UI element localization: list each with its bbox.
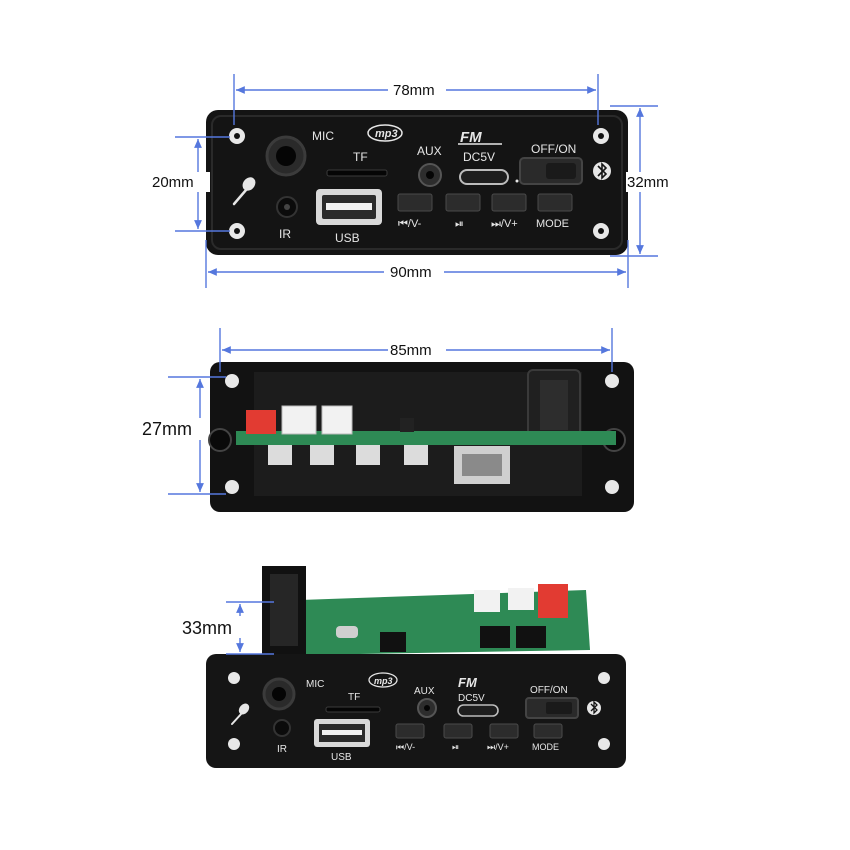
angled-view: MIC IR mp3 TF USB AUX FM DC5V OFF/ON bbox=[180, 566, 626, 768]
front-buttons bbox=[397, 193, 573, 212]
angled-label-tf: TF bbox=[348, 692, 360, 703]
label-off-on: OFF/ON bbox=[531, 142, 576, 156]
play-button bbox=[445, 193, 481, 212]
svg-text:mp3: mp3 bbox=[375, 128, 398, 140]
dim-90mm: 90mm bbox=[390, 264, 432, 281]
dim-78mm: 78mm bbox=[393, 82, 435, 99]
tf-slot bbox=[326, 169, 388, 177]
label-play: ⏯ bbox=[455, 218, 464, 230]
angled-mp3-logo: mp3 bbox=[374, 676, 393, 686]
bluetooth-icon bbox=[593, 162, 611, 180]
dim-85mm: 85mm bbox=[390, 342, 432, 359]
angled-label-prev: ⏮/V- bbox=[396, 742, 415, 752]
angled-label-mic: MIC bbox=[306, 679, 324, 690]
angled-fm-logo: FM bbox=[458, 675, 478, 690]
label-prev: ⏮/V- bbox=[398, 218, 422, 230]
angled-microphone-icon bbox=[231, 703, 250, 725]
angled-label-mode: MODE bbox=[532, 742, 559, 752]
aux-jack bbox=[418, 163, 442, 187]
angled-label-usb: USB bbox=[331, 752, 352, 763]
label-next: ⏭/V+ bbox=[491, 218, 518, 230]
angled-label-aux: AUX bbox=[414, 686, 435, 697]
label-usb: USB bbox=[335, 231, 360, 245]
usb-port bbox=[316, 189, 382, 225]
front-panel bbox=[206, 110, 628, 255]
angled-bluetooth-icon bbox=[587, 700, 601, 715]
back-view: 85mm 27mm bbox=[140, 328, 634, 512]
dim-27mm: 27mm bbox=[142, 419, 192, 439]
label-ir: IR bbox=[279, 227, 291, 241]
dim-33mm: 33mm bbox=[182, 618, 232, 638]
dim-32mm: 32mm bbox=[627, 174, 669, 191]
red-connector bbox=[246, 410, 276, 434]
angled-panel bbox=[206, 654, 626, 768]
front-view: MIC IR mp3 TF USB AUX bbox=[150, 74, 684, 288]
angled-label-dc5v: DC5V bbox=[458, 693, 485, 704]
mic-jack bbox=[265, 135, 307, 177]
mode-button bbox=[537, 193, 573, 212]
dc5v-typec-port bbox=[459, 169, 509, 185]
angled-label-play: ⏯ bbox=[452, 742, 459, 752]
mp3-logo: mp3 bbox=[367, 124, 403, 142]
angled-label-off-on: OFF/ON bbox=[530, 685, 568, 696]
angled-label-ir: IR bbox=[277, 744, 287, 755]
angled-label-next: ⏭/V+ bbox=[487, 742, 509, 752]
ir-receiver bbox=[276, 196, 298, 218]
label-aux: AUX bbox=[417, 144, 442, 158]
label-mic: MIC bbox=[312, 129, 334, 143]
prev-button bbox=[397, 193, 433, 212]
fm-logo: FM bbox=[460, 129, 482, 146]
label-tf: TF bbox=[353, 150, 368, 164]
label-mode: MODE bbox=[536, 218, 569, 230]
microphone-icon bbox=[232, 177, 256, 206]
dim-20mm: 20mm bbox=[152, 174, 194, 191]
label-dc5v: DC5V bbox=[463, 150, 495, 164]
next-button bbox=[491, 193, 527, 212]
